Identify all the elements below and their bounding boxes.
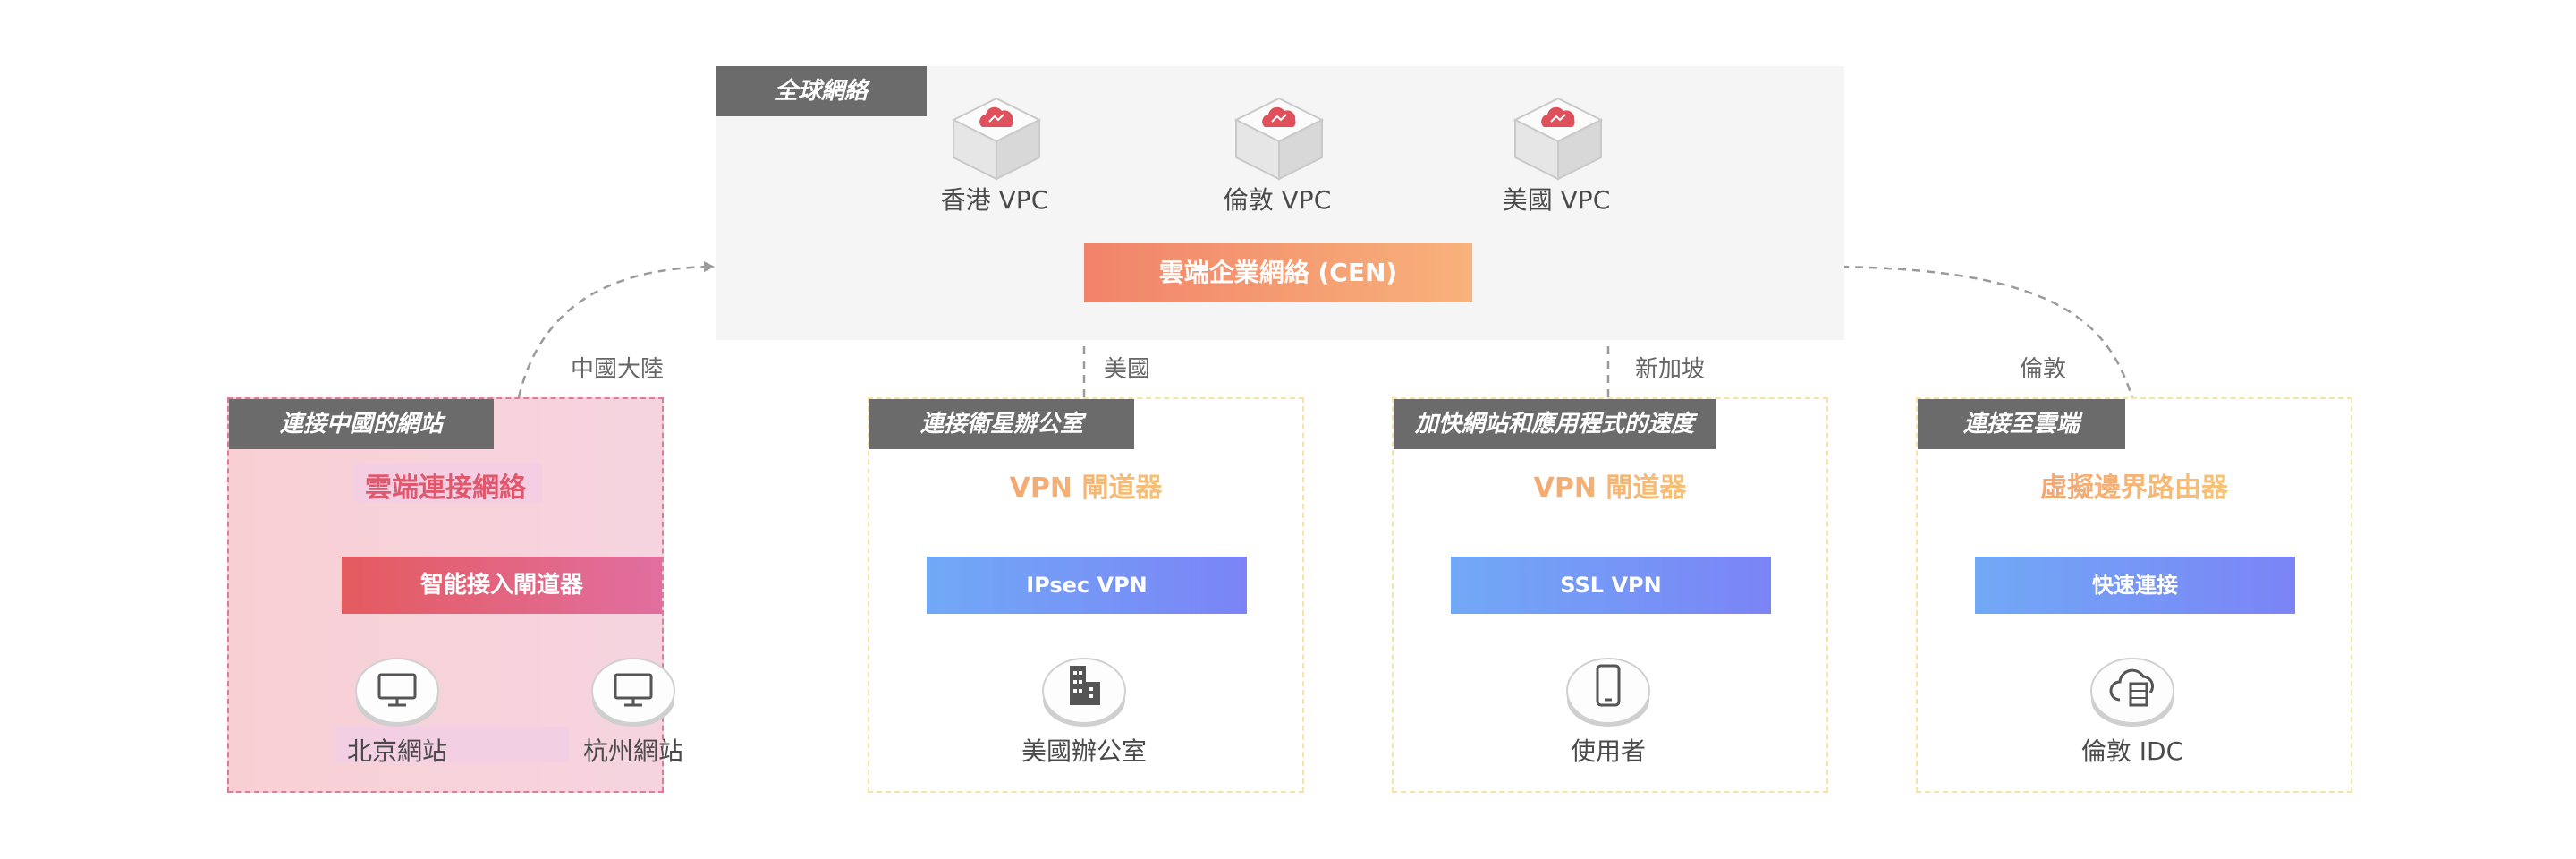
- ipsec-vpn-bar: IPsec VPN: [927, 557, 1247, 614]
- scenario-china-sites: 連接中國的網站 雲端連接網絡 智能接入閘道器: [227, 397, 664, 793]
- scenario-subtitle: VPN 閘道器: [1392, 465, 1828, 505]
- vpc-label-london: 倫敦 VPC: [1223, 185, 1332, 215]
- london-link: [1827, 261, 2136, 405]
- scenario-satellite-office: 連接衛星辦公室 VPN 閘道器 IPsec VPN: [868, 397, 1304, 793]
- region-label-usa: 美國: [1104, 356, 1151, 383]
- node-label-us-office: 美國辦公室: [1021, 736, 1147, 766]
- smart-access-gateway-bar: 智能接入閘道器: [342, 557, 662, 614]
- scenario-tag: 加快網站和應用程式的速度: [1394, 399, 1716, 449]
- cloud-cube-icon: [951, 97, 1042, 181]
- region-label-london: 倫敦: [2020, 356, 2067, 383]
- vpc-label-hongkong: 香港 VPC: [940, 185, 1049, 215]
- node-label-hangzhou: 杭州網站: [582, 736, 683, 766]
- scenario-tag: 連接中國的網站: [229, 399, 494, 449]
- cloud-cube-icon: [1513, 97, 1604, 181]
- cloud-cube-icon: [1233, 97, 1325, 181]
- region-label-singapore: 新加坡: [1635, 356, 1706, 383]
- scenario-subtitle: VPN 閘道器: [868, 465, 1304, 505]
- node-label-user: 使用者: [1570, 736, 1646, 766]
- scenario-connect-cloud: 連接至雲端 虛擬邊界路由器 快速連接: [1916, 397, 2352, 793]
- node-label-highlight: [336, 727, 569, 762]
- express-connect-bar: 快速連接: [1975, 557, 2295, 614]
- scenario-accelerate-apps: 加快網站和應用程式的速度 VPN 閘道器 SSL VPN: [1392, 397, 1828, 793]
- cen-box: 雲端企業網絡 (CEN): [1084, 243, 1472, 302]
- scenario-subtitle: 虛擬邊界路由器: [1916, 465, 2352, 505]
- node-label-london-idc: 倫敦 IDC: [2080, 736, 2184, 766]
- scenario-tag: 連接至雲端: [1918, 399, 2125, 449]
- vpc-label-us: 美國 VPC: [1502, 185, 1611, 215]
- phone-icon: [1566, 658, 1650, 727]
- china-link: [517, 261, 715, 398]
- cloud-server-icon: [2090, 658, 2174, 727]
- region-label-china: 中國大陸: [571, 356, 665, 383]
- building-icon: [1042, 658, 1126, 727]
- monitor-icon: [355, 658, 439, 727]
- node-label-beijing: 北京網站: [346, 736, 447, 766]
- global-network-tag: 全球網絡: [716, 66, 927, 116]
- monitor-icon: [591, 658, 675, 727]
- scenario-subtitle: 雲端連接網絡: [365, 472, 526, 504]
- ssl-vpn-bar: SSL VPN: [1451, 557, 1771, 614]
- subtitle-highlight: [354, 464, 542, 503]
- scenario-tag: 連接衛星辦公室: [869, 399, 1134, 449]
